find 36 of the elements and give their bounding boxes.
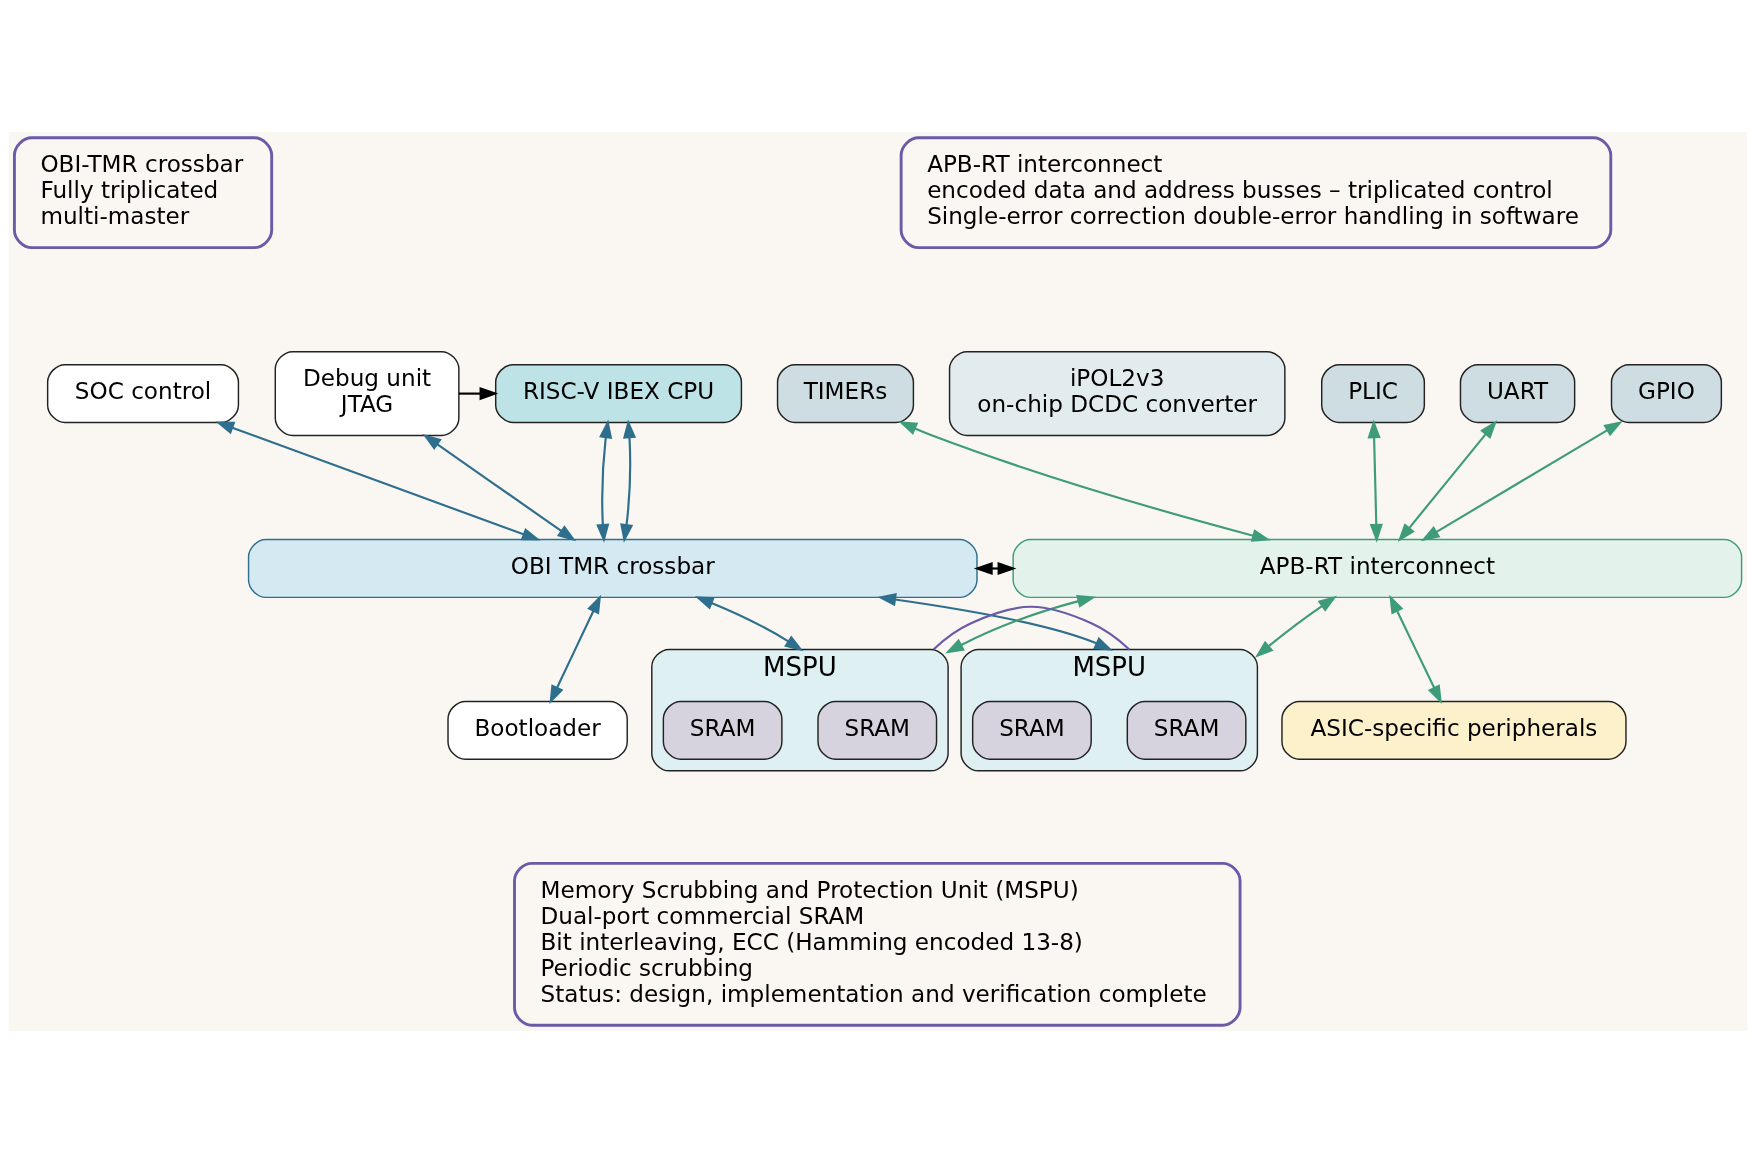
arrow	[898, 420, 1271, 542]
node-box: Memory Scrubbing and Protection Unit (MSPU) Dual-port commercial SRAM Bit interleaving, ECC (Hamming encoded 13-8) Periodic scrubbing Status: design, implementation and verification complete	[513, 861, 1242, 1027]
arrow	[215, 421, 541, 541]
node-box: Bootloader	[447, 700, 628, 760]
node-box: RISC-V IBEX CPU	[495, 363, 743, 423]
node-box: SRAM	[662, 700, 783, 760]
node-box: SRAM	[817, 700, 938, 760]
arrow	[694, 595, 804, 651]
node-box: APB-RT interconnect encoded data and address busses – triplicated control Single-error correction double-error handling in software	[899, 135, 1613, 249]
node-box: Debug unit JTAG	[274, 350, 460, 436]
node-box: iPOL2v3 on-chip DCDC converter	[948, 350, 1286, 436]
node-box: PLIC	[1321, 363, 1426, 423]
arrow	[877, 592, 1113, 651]
arrow	[549, 594, 602, 704]
arrow	[945, 594, 1096, 653]
arrow	[596, 418, 613, 543]
node-box: OBI-TMR crossbar Fully triplicated multi-master	[12, 135, 274, 249]
node-box: APB-RT interconnect	[1012, 538, 1743, 598]
arrow	[973, 561, 1017, 575]
node-box: ASIC-specific peripherals	[1281, 700, 1627, 760]
arrow	[422, 433, 577, 541]
node-box: GPIO	[1610, 363, 1723, 423]
connector	[932, 605, 1131, 650]
node-box: SRAM	[1126, 700, 1247, 760]
arrow	[620, 418, 637, 543]
node-box: TIMERs	[776, 363, 915, 423]
node-box: SOC control	[46, 363, 240, 423]
arrow	[1389, 594, 1442, 704]
arrow	[1254, 595, 1337, 658]
arrow	[1367, 418, 1383, 543]
arrow	[1397, 419, 1498, 542]
node-box: UART	[1459, 363, 1576, 423]
arrow	[1420, 420, 1623, 541]
node-box: SRAM	[971, 700, 1092, 760]
arrow	[458, 386, 499, 400]
node-box: OBI TMR crossbar	[247, 538, 978, 598]
